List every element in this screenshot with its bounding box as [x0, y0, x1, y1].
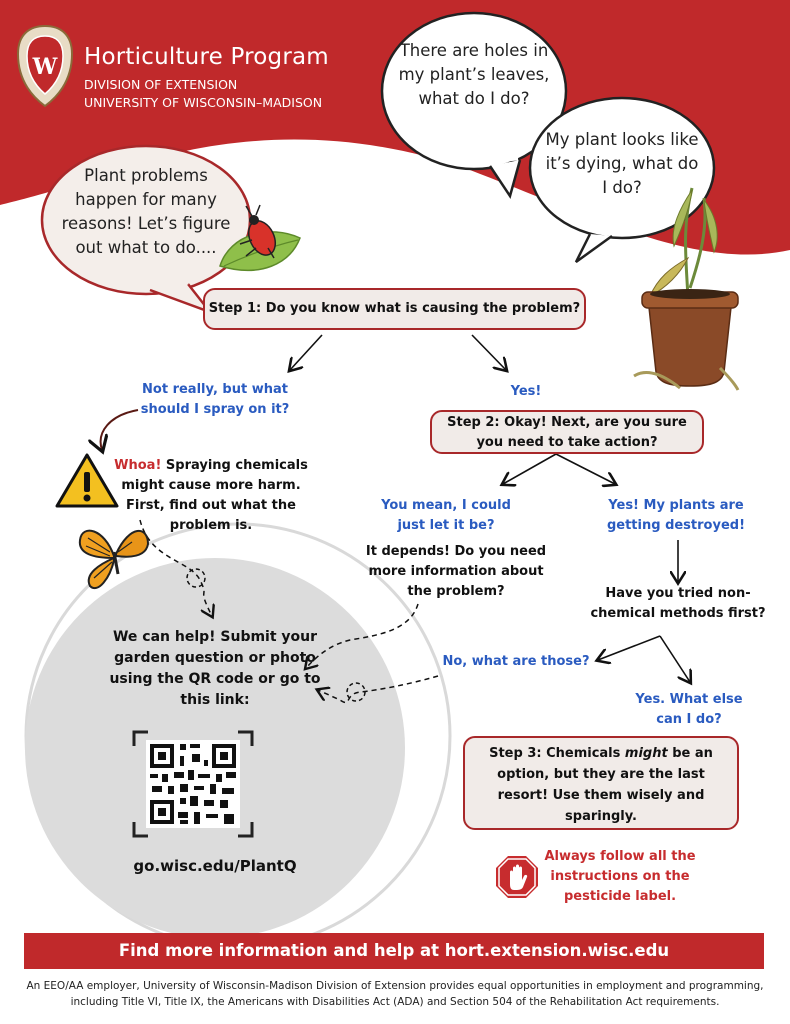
always-follow-label: Always follow all the instructions on th…	[544, 849, 696, 904]
division-label: DIVISION OF EXTENSION	[84, 77, 238, 92]
answer-destroyed: Yes! My plants are getting destroyed!	[606, 498, 746, 533]
warning-icon	[55, 453, 119, 508]
wilting-plant-illustration	[633, 187, 740, 391]
qr-code[interactable]	[130, 728, 256, 840]
step3-text-a: Step 3: Chemicals	[489, 746, 625, 761]
help-text: We can help! Submit your garden question…	[109, 629, 321, 708]
answer-not-really: Not really, but what should I spray on i…	[140, 382, 290, 417]
program-title: Horticulture Program	[84, 44, 329, 70]
beetle-leaf-illustration	[219, 204, 301, 272]
answer-no-what: No, what are those?	[442, 654, 590, 669]
eeo-statement: An EEO/AA employer, University of Wiscon…	[26, 980, 764, 1008]
uw-crest-logo: W	[16, 24, 74, 108]
svg-text:W: W	[32, 54, 58, 80]
whoa-body: Spraying chemicals might cause more harm…	[121, 458, 308, 533]
butterfly-illustration	[78, 529, 150, 589]
non-chemical-question: Have you tried non-chemical methods firs…	[590, 586, 766, 621]
plantq-link[interactable]: go.wisc.edu/PlantQ	[133, 857, 297, 875]
it-depends-text: It depends! Do you need more information…	[365, 544, 547, 599]
step3-box: Step 3: Chemicals might be an option, bu…	[463, 736, 739, 830]
answer-let-it-be: You mean, I could just let it be?	[381, 498, 511, 533]
footer-banner: Find more information and help at hort.e…	[24, 933, 764, 969]
step2-box: Step 2: Okay! Next, are you sure you nee…	[430, 410, 704, 454]
bubble-dying: My plant looks like it’s dying, what do …	[545, 130, 699, 197]
stop-hand-icon	[496, 856, 538, 898]
step3-emphasis: might	[624, 746, 668, 761]
step3-text-b: be an option, but they are the last reso…	[497, 746, 713, 824]
bubble-holes: There are holes in my plant’s leaves, wh…	[398, 41, 550, 108]
answer-yes-what-else: Yes. What else can I do?	[635, 692, 743, 727]
whoa-label: Whoa!	[114, 458, 162, 473]
whoa-warning-text: Whoa! Spraying chemicals might cause mor…	[112, 456, 310, 536]
bubble-intro: Plant problems happen for many reasons! …	[61, 166, 231, 257]
university-label: UNIVERSITY OF WISCONSIN–MADISON	[84, 95, 323, 110]
step1-box: Step 1: Do you know what is causing the …	[203, 288, 586, 330]
answer-yes: Yes!	[510, 384, 542, 399]
